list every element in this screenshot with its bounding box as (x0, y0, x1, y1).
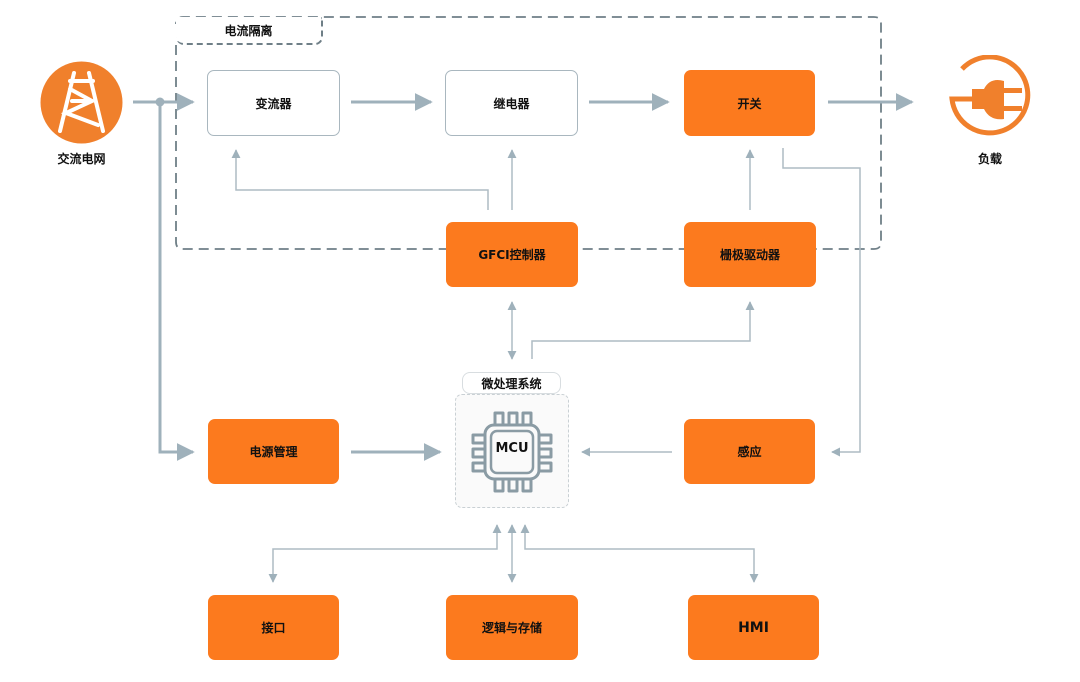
block-hmi[interactable]: HMI (688, 595, 819, 660)
chip-icon (471, 411, 553, 493)
block-label: 继电器 (493, 96, 530, 111)
wire-mcu-hmi (520, 524, 759, 583)
junction-dot (155, 97, 165, 107)
block-switch[interactable]: 开关 (684, 70, 815, 136)
plug-icon (949, 55, 1031, 136)
block-sensing[interactable]: 感应 (684, 419, 815, 484)
load-label: 负载 (977, 152, 1002, 166)
block-inverter[interactable]: 变流器 (207, 70, 340, 136)
wire-mcu-to-gatedriver (531, 301, 755, 359)
block-label: GFCI控制器 (478, 248, 546, 262)
grid-label: 交流电网 (57, 152, 106, 166)
block-label: 开关 (737, 96, 762, 111)
block-label: 栅极驱动器 (719, 248, 780, 262)
wire-gfci-to-inverter (231, 149, 489, 210)
block-label: 接口 (261, 621, 286, 635)
block-relay[interactable]: 继电器 (445, 70, 578, 136)
mcu-chip-label: MCU (495, 441, 529, 456)
block-label: 感应 (737, 445, 762, 459)
block-gate-driver[interactable]: 栅极驱动器 (684, 222, 816, 287)
microprocessor-group-label: 微处理系统 (462, 372, 561, 394)
block-label: 逻辑与存储 (481, 621, 542, 635)
block-gfci-controller[interactable]: GFCI控制器 (446, 222, 578, 287)
block-label: HMI (738, 619, 769, 636)
block-logic-storage[interactable]: 逻辑与存储 (446, 595, 578, 660)
block-interface[interactable]: 接口 (208, 595, 339, 660)
wire-mcu-interface (268, 524, 502, 583)
block-power-management[interactable]: 电源管理 (208, 419, 339, 484)
wire-switch-to-sensing (782, 148, 861, 457)
block-label: 电源管理 (249, 445, 298, 459)
block-label: 变流器 (255, 96, 292, 111)
wire-grid-to-power (158, 102, 195, 461)
power-tower-icon (40, 61, 123, 144)
isolation-group-label: 电流隔离 (176, 17, 323, 45)
